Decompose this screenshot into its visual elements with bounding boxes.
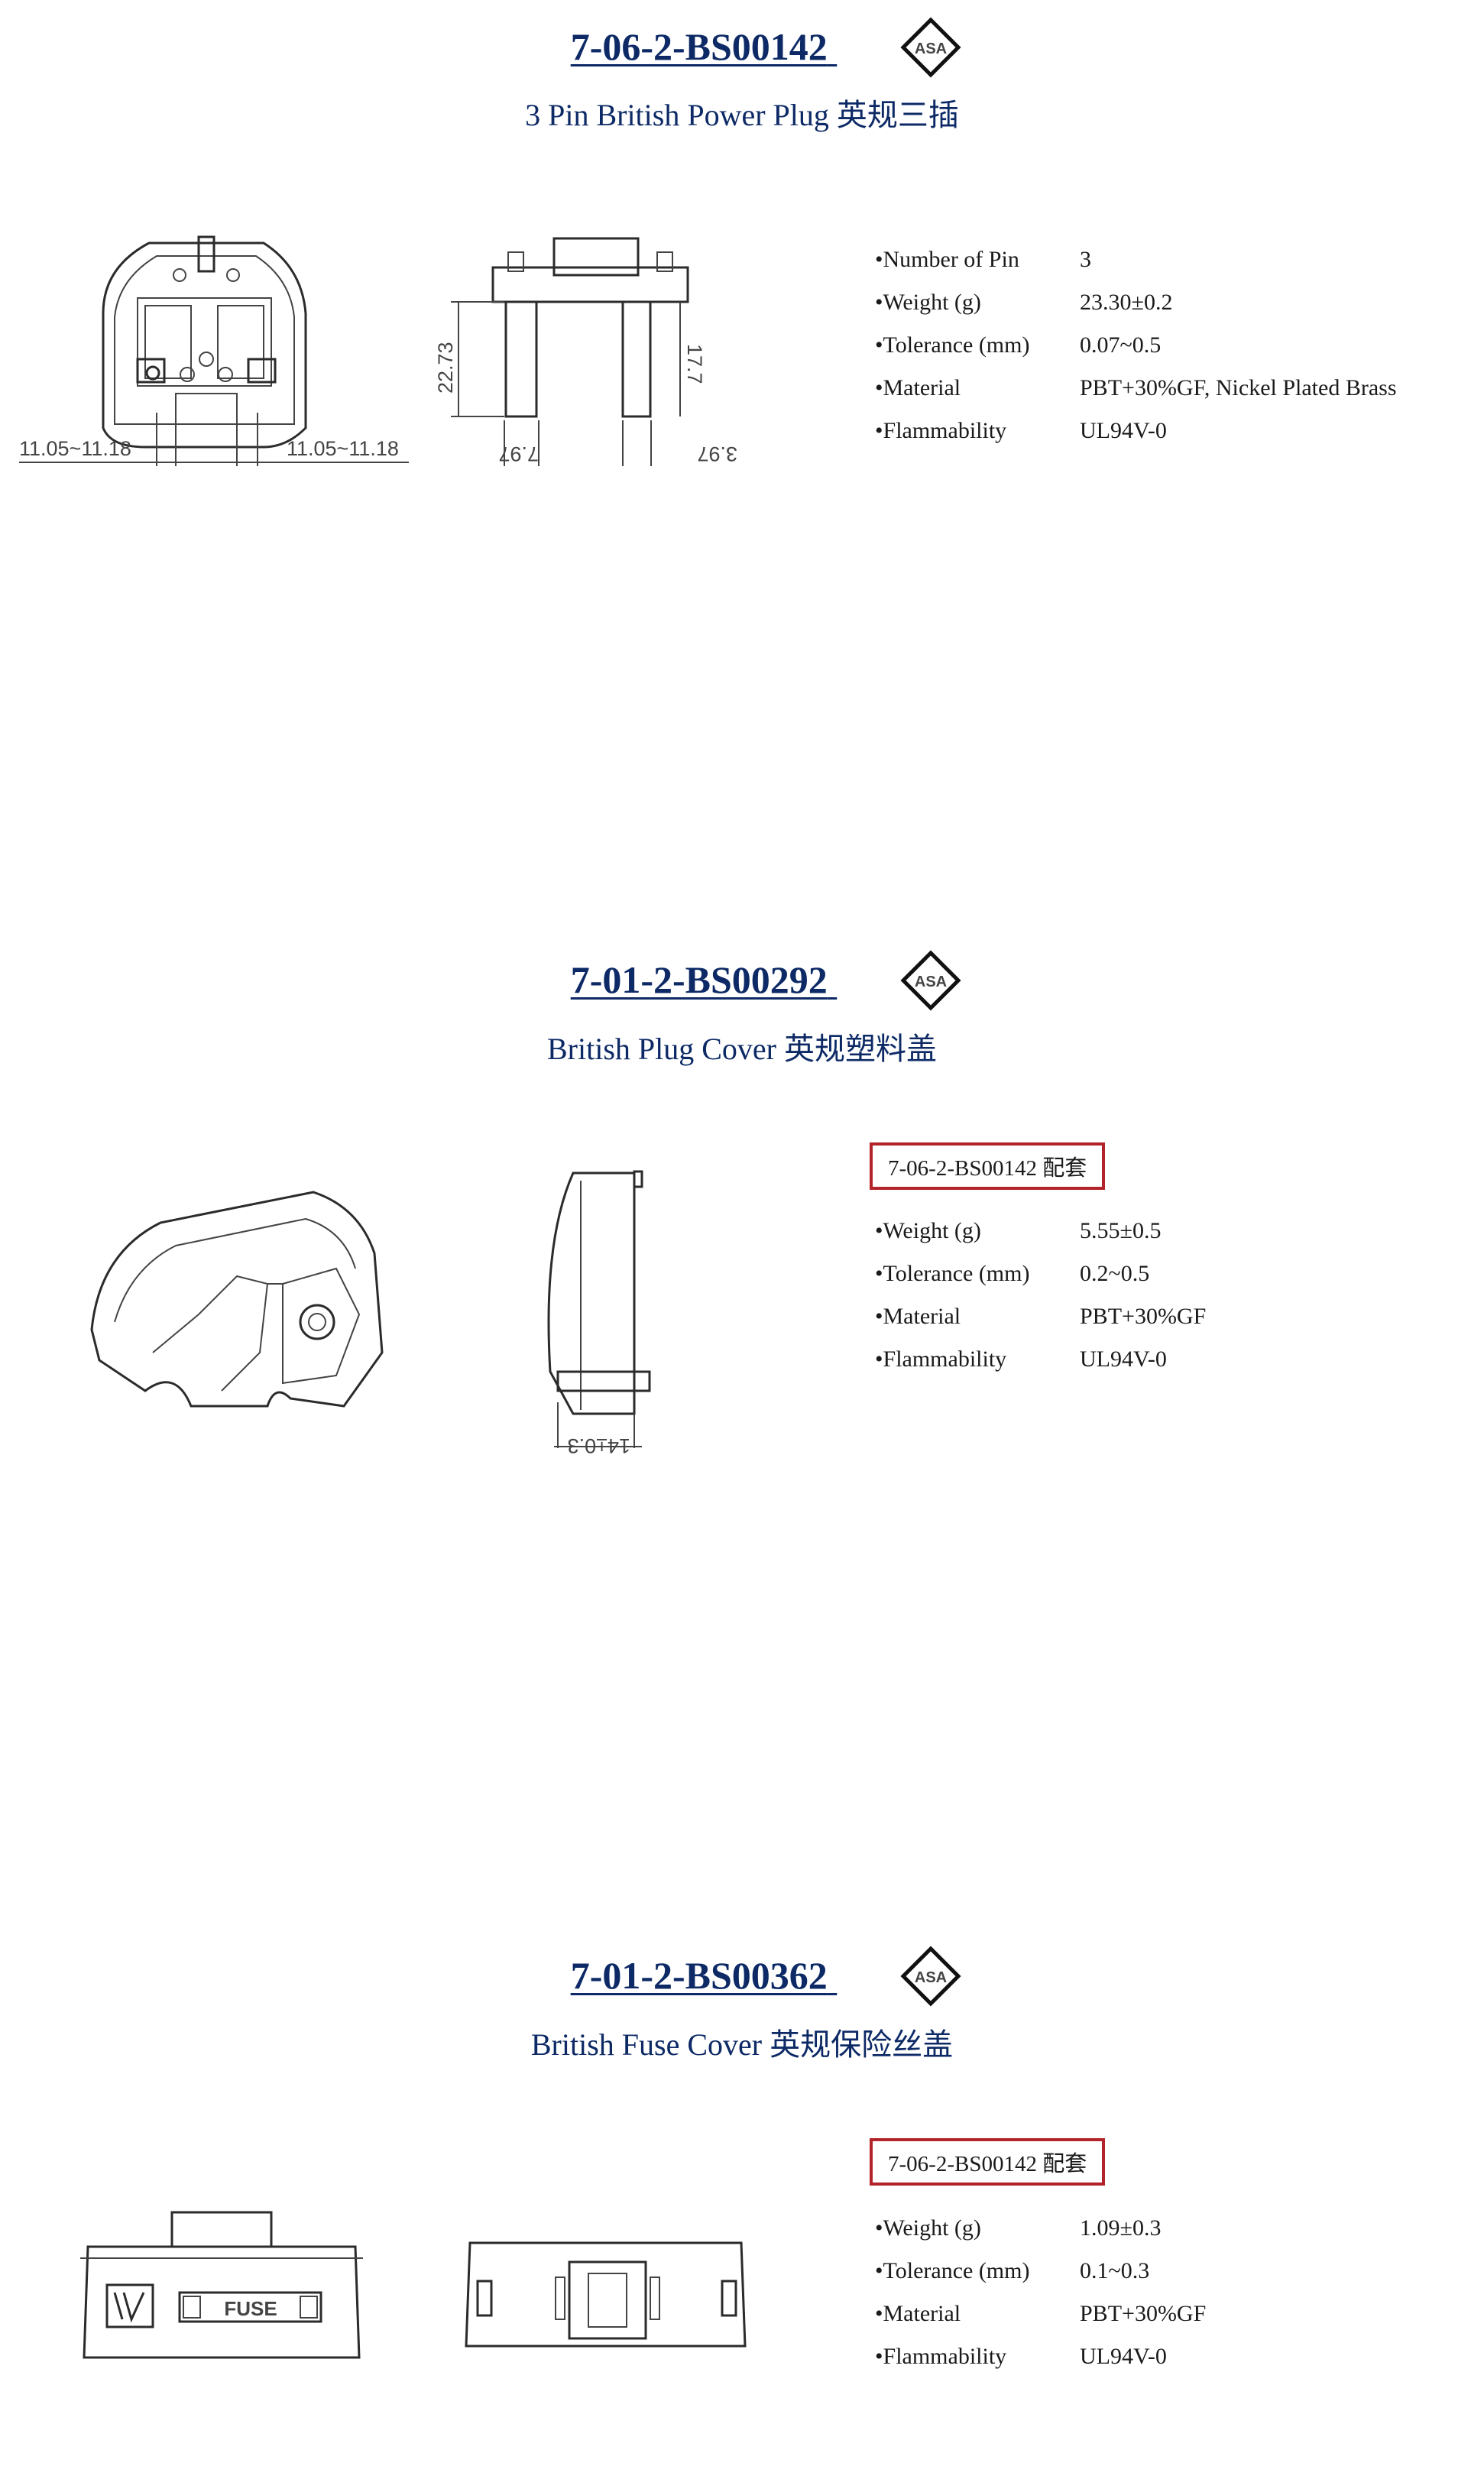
spec-value: 1.09±0.3 — [1080, 2215, 1162, 2241]
fuse-cover-front-drawing: FUSE — [80, 2211, 363, 2359]
spec-value: PBT+30%GF — [1080, 1304, 1207, 1329]
fuse-cover-top-drawing — [465, 2241, 747, 2348]
spec-value: UL94V-0 — [1080, 418, 1167, 443]
spec-row: •Material PBT+30%GF — [875, 1295, 1206, 1338]
dim-pin-w1: 7.97 — [498, 442, 539, 465]
spec-row: •Tolerance (mm) 0.07~0.5 — [875, 324, 1397, 367]
spec-label: •Flammability — [875, 1346, 1007, 1372]
dim-depth: 14±0.3 — [568, 1434, 630, 1457]
spec-value: UL94V-0 — [1080, 1346, 1167, 1372]
dim-pin-short: 17.7 — [683, 344, 706, 384]
asa-badge-icon: ASA — [900, 1946, 961, 2007]
spec-row: •Flammability UL94V-0 — [875, 410, 1397, 452]
spec-row: •Material PBT+30%GF — [875, 2293, 1206, 2335]
spec-value: 5.55±0.5 — [1080, 1218, 1162, 1243]
spec-value: PBT+30%GF, Nickel Plated Brass — [1080, 375, 1397, 400]
spec-label: •Weight (g) — [875, 290, 981, 315]
spec-row: •Flammability UL94V-0 — [875, 1338, 1206, 1381]
badge-text: ASA — [915, 41, 947, 57]
spec-label: •Material — [875, 2301, 961, 2326]
product-code-text: 7-06-2-BS00142 — [570, 25, 828, 68]
plug-cover-iso-drawing — [90, 1191, 384, 1408]
product-title-2: British Plug Cover 英规塑料盖 — [546, 1032, 938, 1066]
plug-front-drawing: 11.05~11.18 11.05~11.18 — [19, 235, 409, 466]
dim-left-width: 11.05~11.18 — [19, 437, 131, 460]
spec-row: •Tolerance (mm) 0.2~0.5 — [875, 1252, 1206, 1295]
dim-pin-w2: 3.97 — [697, 442, 737, 465]
product-code-text: 7-01-2-BS00292 — [570, 958, 828, 1001]
spec-label: •Tolerance (mm) — [875, 332, 1030, 358]
spec-value: UL94V-0 — [1080, 2344, 1167, 2369]
spec-label: •Material — [875, 1304, 961, 1329]
spec-row: •Weight (g) 23.30±0.2 — [875, 281, 1397, 324]
spec-value: 0.1~0.3 — [1080, 2258, 1150, 2283]
spec-label: •Weight (g) — [875, 1218, 981, 1243]
spec-value: 0.2~0.5 — [1080, 1261, 1150, 1286]
compat-label-3: 7-06-2-BS00142 配套 — [870, 2138, 1106, 2186]
badge-text: ASA — [915, 974, 947, 990]
spec-row: •Material PBT+30%GF, Nickel Plated Brass — [875, 367, 1397, 410]
spec-row: •Weight (g) 1.09±0.3 — [875, 2207, 1206, 2250]
spec-label: •Number of Pin — [875, 247, 1019, 272]
spec-row: •Weight (g) 5.55±0.5 — [875, 1210, 1206, 1252]
dim-pin-length: 22.73 — [434, 342, 457, 394]
spec-row: •Flammability UL94V-0 — [875, 2335, 1206, 2378]
asa-badge-icon: ASA — [900, 950, 961, 1011]
compat-label-2: 7-06-2-BS00142 配套 — [870, 1142, 1106, 1190]
plug-side-drawing: 22.73 17.7 7.97 3.97 — [434, 237, 737, 466]
product-code-1: 7-06-2-BS00142 — [0, 24, 1484, 69]
product-code-2: 7-01-2-BS00292 — [0, 958, 1484, 1002]
spec-label: •Flammability — [875, 418, 1007, 443]
spec-label: •Material — [875, 375, 961, 400]
fuse-label: FUSE — [224, 2297, 277, 2320]
badge-text: ASA — [915, 1969, 947, 1986]
spec-label: •Weight (g) — [875, 2215, 981, 2241]
spec-value: 3 — [1080, 247, 1091, 272]
product-title-1: 3 Pin British Power Plug 英规三插 — [525, 98, 959, 132]
spec-list-2: •Weight (g) 5.55±0.5 •Tolerance (mm) 0.2~0… — [875, 1210, 1206, 1381]
dim-right-width: 11.05~11.18 — [287, 437, 399, 460]
product-title-3: British Fuse Cover 英规保险丝盖 — [530, 2027, 954, 2062]
spec-row: •Tolerance (mm) 0.1~0.3 — [875, 2250, 1206, 2293]
spec-value: 23.30±0.2 — [1080, 290, 1173, 315]
plug-cover-side-drawing: 14±0.3 — [547, 1170, 651, 1457]
spec-list-1: •Number of Pin 3 •Weight (g) 23.30±0.2 •To… — [875, 238, 1397, 452]
product-code-text: 7-01-2-BS00362 — [570, 1954, 828, 1997]
spec-value: 0.07~0.5 — [1080, 332, 1162, 358]
asa-badge-icon: ASA — [900, 17, 961, 78]
product-code-3: 7-01-2-BS00362 — [0, 1953, 1484, 1998]
spec-label: •Tolerance (mm) — [875, 2258, 1030, 2283]
spec-list-3: •Weight (g) 1.09±0.3 •Tolerance (mm) 0.1~0… — [875, 2207, 1206, 2378]
spec-row: •Number of Pin 3 — [875, 238, 1397, 281]
spec-label: •Tolerance (mm) — [875, 1261, 1030, 1286]
spec-value: PBT+30%GF — [1080, 2301, 1207, 2326]
spec-label: •Flammability — [875, 2344, 1007, 2369]
